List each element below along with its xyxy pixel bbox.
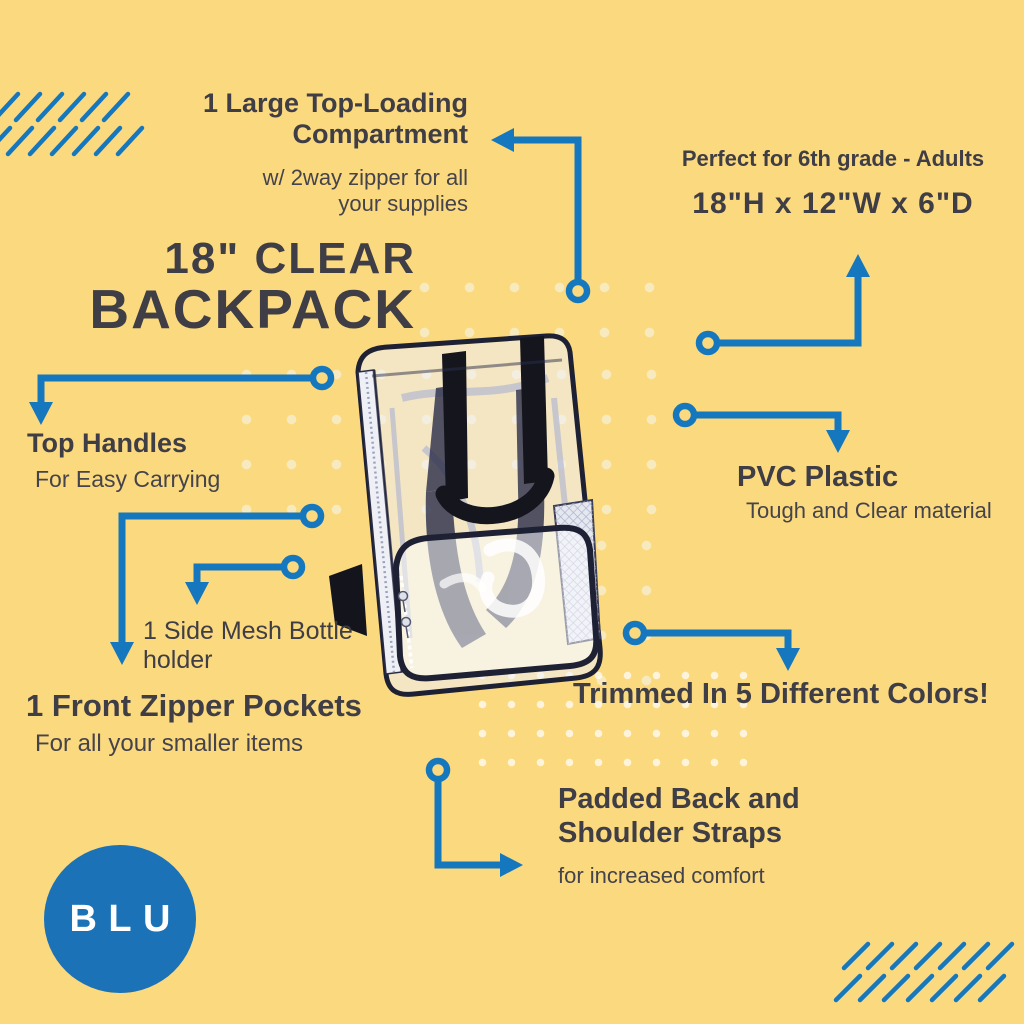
connector-dimensions <box>695 254 870 356</box>
product-title-line2: BACKPACK <box>89 278 416 340</box>
product-title-line1: 18" CLEAR <box>164 234 416 283</box>
feature-top-handles-detail: For Easy Carrying <box>35 466 221 493</box>
feature-pvc: PVC Plastic Tough and Clear material <box>737 461 992 524</box>
feature-pvc-heading: PVC Plastic <box>737 461 899 493</box>
feature-padded-heading: Padded Back and Shoulder Straps <box>558 783 800 849</box>
feature-trim-colors: Trimmed In 5 Different Colors! <box>573 678 989 712</box>
feature-front-zipper: 1 Front Zipper Pockets For all your smal… <box>26 688 362 758</box>
brand-logo-text: BLU <box>69 897 182 940</box>
brand-logo: BLU <box>44 845 196 993</box>
feature-pvc-detail: Tough and Clear material <box>746 497 992 523</box>
spec-block: Perfect for 6th grade - Adults 18"H x 12… <box>666 146 1000 221</box>
top-handles <box>442 336 548 502</box>
feature-top-handles-heading: Top Handles <box>27 428 188 458</box>
connector-top-loading <box>491 128 591 304</box>
feature-side-mesh: 1 Side Mesh Bottle holder <box>143 617 378 675</box>
feature-top-loading-heading: 1 Large Top-Loading Compartment <box>203 88 468 150</box>
connector-pvc <box>672 402 850 453</box>
feature-front-zipper-heading: 1 Front Zipper Pockets <box>26 688 362 723</box>
product-title: 18" CLEAR BACKPACK <box>38 237 416 337</box>
feature-trim-colors-heading: Trimmed In 5 Different Colors! <box>573 678 989 710</box>
strap-end <box>329 564 367 636</box>
spec-audience: Perfect for 6th grade - Adults <box>681 146 985 171</box>
connector-top-handles <box>29 365 335 425</box>
feature-padded: Padded Back and Shoulder Straps for incr… <box>558 783 836 889</box>
zipper-pulls <box>397 590 412 639</box>
connector-side-mesh <box>185 554 306 605</box>
connector-padded <box>425 757 523 877</box>
diagonal-hatch-bottom-right <box>833 941 1015 1003</box>
diagonal-hatch-top-left <box>0 91 145 157</box>
clear-backpack-image <box>329 333 603 697</box>
feature-top-handles: Top Handles For Easy Carrying <box>27 428 220 493</box>
feature-top-loading-detail: w/ 2way zipper for all your supplies <box>262 164 468 216</box>
spec-dimensions: 18"H x 12"W x 6"D <box>692 187 974 220</box>
feature-top-loading: 1 Large Top-Loading Compartment w/ 2way … <box>158 88 468 217</box>
feature-side-mesh-heading: 1 Side Mesh Bottle holder <box>143 617 353 674</box>
feature-front-zipper-detail: For all your smaller items <box>35 729 304 757</box>
connector-trim-colors <box>622 620 800 671</box>
feature-padded-detail: for increased comfort <box>558 863 765 889</box>
